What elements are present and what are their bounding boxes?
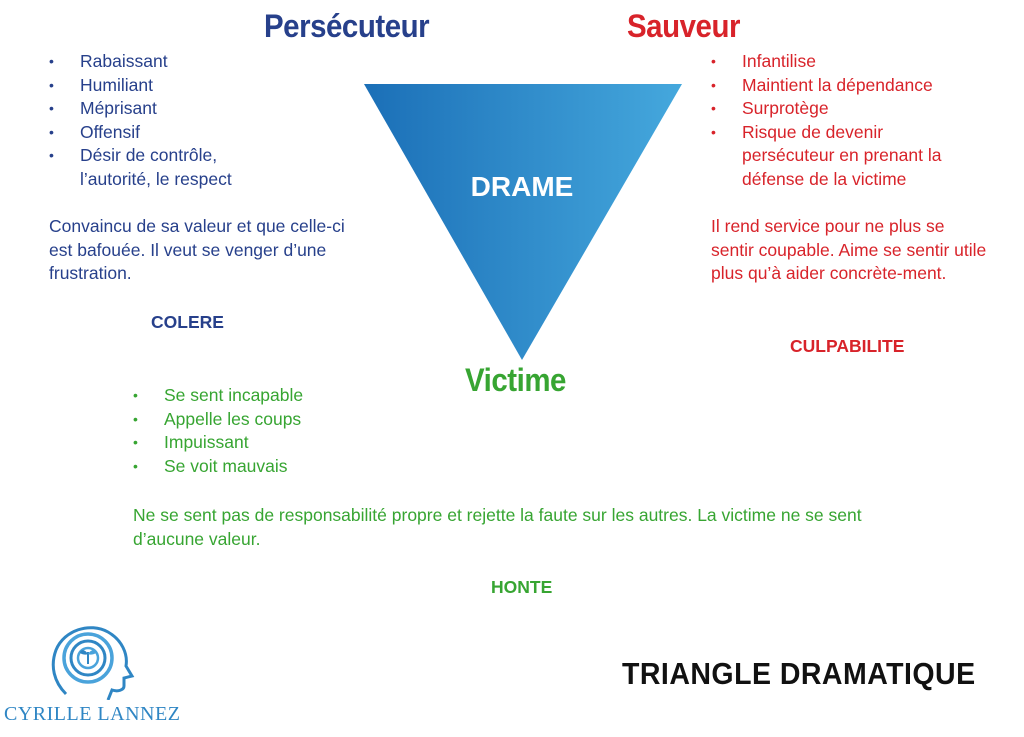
sauveur-trait: Risque de devenir persécuteur en prenant… — [711, 121, 967, 192]
persecuteur-emotion: COLERE — [151, 312, 224, 332]
persecuteur-title: Persécuteur — [264, 8, 430, 44]
sauveur-trait: Maintient la dépendance — [711, 74, 981, 98]
diagram-title: TRIANGLE DRAMATIQUE — [622, 656, 976, 691]
victime-trait: Appelle les coups — [133, 408, 393, 432]
sauveur-trait: Infantilise — [711, 50, 981, 74]
drame-label: DRAME — [471, 171, 574, 202]
persecuteur-trait: Humiliant — [49, 74, 309, 98]
brand-name: CYRILLE LANNEZ — [4, 703, 181, 725]
persecuteur-trait: Désir de contrôle, l’autorité, le respec… — [49, 144, 309, 191]
victime-traits-list: Se sent incapable Appelle les coups Impu… — [133, 384, 393, 478]
victime-trait: Impuissant — [133, 431, 393, 455]
triangle-shape — [364, 84, 682, 360]
persecuteur-trait: Offensif — [49, 121, 309, 145]
victime-trait: Se sent incapable — [133, 384, 393, 408]
victime-description: Ne se sent pas de responsabilité propre … — [133, 505, 862, 549]
victime-emotion: HONTE — [491, 577, 553, 597]
sauveur-description: Il rend service pour ne plus se sentir c… — [711, 216, 987, 284]
head-spiral-logo-icon — [51, 626, 135, 700]
sauveur-title: Sauveur — [627, 8, 740, 44]
persecuteur-traits-list: Rabaissant Humiliant Méprisant Offensif … — [49, 50, 309, 192]
sauveur-trait: Surprotège — [711, 97, 981, 121]
victime-trait: Se voit mauvais — [133, 455, 393, 479]
persecuteur-trait: Méprisant — [49, 97, 309, 121]
sauveur-traits-list: Infantilise Maintient la dépendance Surp… — [711, 50, 981, 192]
drame-triangle: DRAME — [364, 84, 682, 360]
sauveur-emotion: CULPABILITE — [790, 336, 905, 356]
persecuteur-trait: Rabaissant — [49, 50, 309, 74]
persecuteur-description: Convaincu de sa valeur et que celle-ci e… — [49, 216, 345, 284]
victime-title: Victime — [465, 362, 566, 398]
